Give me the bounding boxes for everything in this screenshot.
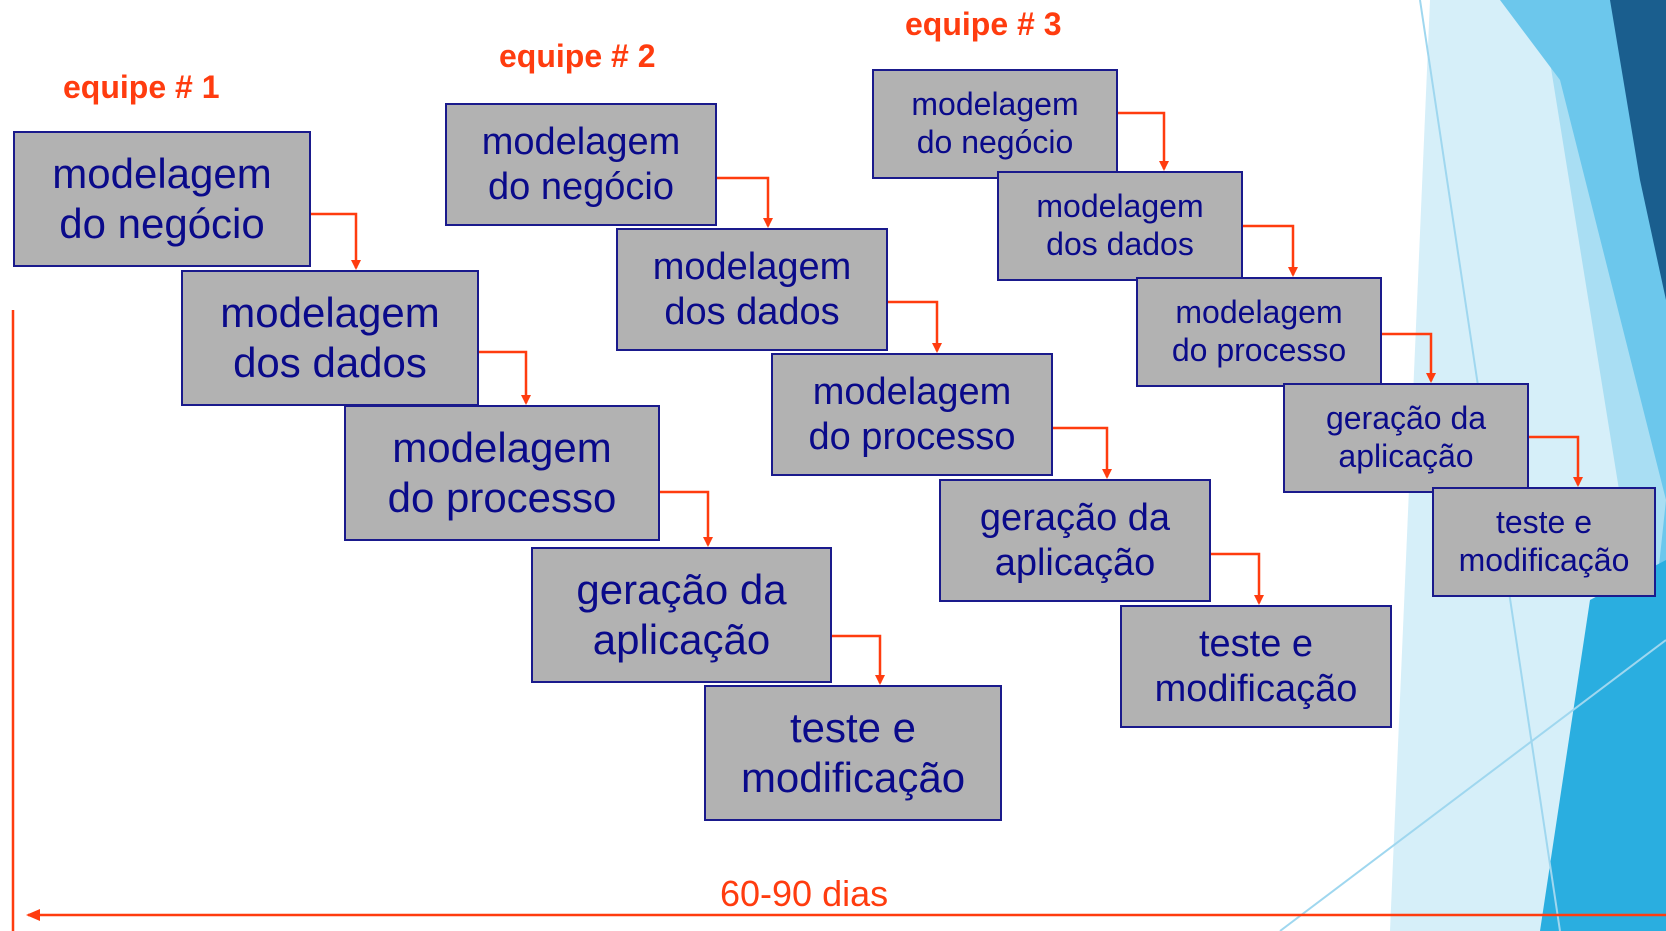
decor-line-2 — [1279, 639, 1666, 931]
step-label-line2: do negócio — [59, 200, 265, 247]
step-label-line2: dos dados — [664, 290, 840, 333]
team-label-2: equipe # 2 — [499, 38, 656, 74]
step-label-line1: teste e — [1198, 622, 1314, 665]
step-label-line1: modelagem — [812, 370, 1012, 413]
decor-panel-dark — [1610, 0, 1666, 300]
team3-flow-arrow-4 — [1529, 435, 1583, 487]
team1-flow-arrow-3 — [660, 490, 713, 547]
duration-label: 60-90 dias — [720, 873, 889, 914]
step-label-line2: aplicação — [592, 616, 771, 663]
decor-panel-blue — [1500, 0, 1666, 931]
step-label-line1: modelagem — [481, 120, 681, 163]
step-label-line1: modelagem — [1175, 294, 1343, 331]
step-label-line1: modelagem — [1036, 188, 1204, 225]
step-label-line2: do processo — [1171, 332, 1347, 368]
team-label-3: equipe # 3 — [905, 6, 1062, 42]
team2-flow-arrow-2 — [888, 300, 942, 353]
step-label-line2: do negócio — [916, 124, 1074, 160]
step-label-line2: do processo — [808, 415, 1016, 458]
step-label-line2: modificação — [740, 754, 966, 801]
step-label-line1: modelagem — [220, 289, 440, 337]
step-label-line1: teste e — [789, 704, 917, 752]
step-label-line2: modificação — [1458, 542, 1630, 578]
step-label-line2: dos dados — [233, 339, 427, 386]
step-label-line2: do processo — [387, 474, 617, 521]
team3-flow-arrow-2 — [1243, 224, 1298, 277]
step-label-line2: aplicação — [1338, 438, 1474, 474]
step-label-line2: do negócio — [488, 165, 674, 208]
team1-flow-arrow-1 — [311, 212, 361, 270]
step-label-line1: modelagem — [392, 424, 612, 472]
step-label-line1: modelagem — [652, 245, 852, 288]
team2-flow-arrow-4 — [1211, 552, 1264, 605]
step-label-line2: aplicação — [994, 541, 1156, 584]
team1-flow-arrow-2 — [479, 350, 531, 405]
step-label-line1: geração da — [979, 496, 1171, 539]
step-label-line1: geração da — [1325, 400, 1487, 437]
team3-flow-arrow-1 — [1118, 111, 1169, 171]
step-label-line2: modificação — [1154, 667, 1358, 710]
step-label-line1: geração da — [576, 566, 787, 614]
step-label-line1: modelagem — [52, 150, 272, 198]
decor-panel-deep — [1540, 560, 1666, 931]
team2-flow-arrow-1 — [717, 176, 773, 228]
team1-flow-arrow-4 — [832, 634, 885, 685]
step-label-line1: modelagem — [911, 86, 1079, 123]
step-label-line1: teste e — [1495, 504, 1593, 541]
step-label-line2: dos dados — [1046, 226, 1194, 262]
team2-flow-arrow-3 — [1053, 426, 1112, 479]
team3-flow-arrow-3 — [1382, 332, 1436, 383]
team-label-1: equipe # 1 — [63, 69, 220, 105]
